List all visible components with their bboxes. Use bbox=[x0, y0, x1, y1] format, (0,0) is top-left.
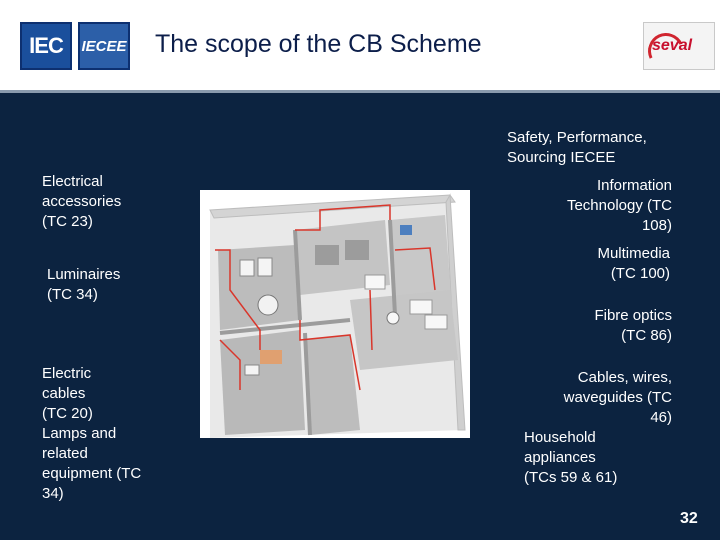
iecee-logo: IECEE bbox=[78, 22, 130, 70]
house-cutaway-illustration bbox=[200, 190, 470, 438]
slide-title: The scope of the CB Scheme bbox=[155, 30, 482, 58]
house-floorplan-graphic bbox=[209, 193, 466, 438]
label-luminaires: Luminaires (TC 34) bbox=[47, 266, 121, 303]
label-cables-lamps: Electric cables (TC 20) Lamps and relate… bbox=[42, 365, 142, 502]
label-fibre-optics: Fibre optics (TC 86) bbox=[594, 307, 672, 344]
slide-number: 32 bbox=[680, 510, 698, 527]
iec-logo: IEC bbox=[20, 22, 72, 70]
label-cables-waveguides: Cables, wires, waveguides (TC 46) bbox=[563, 369, 672, 426]
header-divider bbox=[0, 90, 720, 93]
label-multimedia: Multimedia (TC 100) bbox=[597, 245, 670, 282]
label-information-technology: Information Technology (TC 108) bbox=[566, 177, 672, 234]
label-electrical-accessories: Electrical accessories (TC 23) bbox=[42, 173, 122, 230]
slide-header: IEC IECEE The scope of the CB Scheme sev… bbox=[0, 0, 720, 92]
label-household-appliances: Household appliances (TCs 59 & 61) bbox=[524, 429, 618, 486]
label-safety-sourcing: Safety, Performance, Sourcing IECEE bbox=[507, 129, 647, 166]
seval-logo: seval bbox=[642, 22, 715, 75]
